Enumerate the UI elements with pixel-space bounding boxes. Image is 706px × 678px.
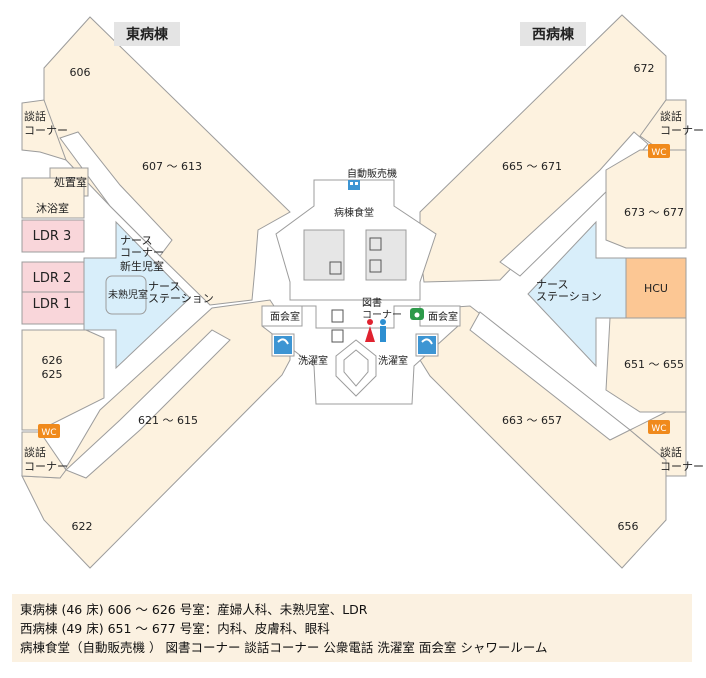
menkai-left-label: 面会室: [270, 310, 300, 323]
west-lounge-bottom-label-1: 談話: [660, 445, 682, 459]
room-621-615-label: 621 ～ 615: [138, 414, 198, 427]
wc-label-east: WC: [41, 428, 56, 438]
room-625-label: 625: [42, 368, 63, 381]
ldr1-room[interactable]: [21, 291, 85, 325]
room-651-655-label: 651 ～ 655: [624, 358, 684, 371]
room-626-label: 626: [42, 354, 63, 367]
phone-icon: [410, 308, 424, 320]
elevator-icon: [329, 237, 382, 343]
wc-icon: [38, 144, 670, 438]
shokudo-label: 病棟食堂: [334, 206, 374, 219]
mijukuji-label: 未熟児室: [108, 288, 148, 301]
ldr2-label: LDR 2: [33, 271, 72, 286]
sentaku-left-label: 洗濯室: [298, 354, 328, 367]
central-hall: [261, 179, 461, 405]
shokudo-area[interactable]: [275, 179, 437, 301]
mijukuji-room[interactable]: [105, 275, 147, 315]
west-lounge-bottom[interactable]: [629, 411, 687, 477]
room-665-671-label: 665 ～ 671: [502, 160, 562, 173]
east-wing: [21, 16, 291, 569]
legend-line-2: 西病棟 (49 床) 651 ～ 677 号室：内科、皮膚科、眼科: [20, 621, 330, 636]
room-block-615-622[interactable]: [21, 299, 291, 569]
restroom-icon: [365, 319, 386, 342]
east-station-label-2: ステーション: [148, 292, 214, 305]
elevator-bank-left: [303, 229, 345, 281]
jihanki-label: 自動販売機: [347, 167, 397, 180]
east-lower-corridor: [65, 329, 231, 479]
room-656-label: 656: [618, 520, 639, 533]
room-651-655[interactable]: [605, 317, 687, 413]
east-upper-corridor: [59, 131, 173, 257]
room-622-label: 622: [72, 520, 93, 533]
shinseiji-label: 新生児室: [120, 259, 164, 273]
stair-core: [335, 339, 377, 397]
east-lounge-top-label-1: 談話: [24, 109, 46, 123]
legend-line-3: 病棟食堂（自動販売機 ） 図書コーナー 談話コーナー 公衆電話 洗濯室 面会室 …: [20, 640, 548, 655]
east-nurse-corner-label: コーナー: [120, 246, 164, 259]
west-station-label-2: ステーション: [536, 290, 602, 303]
legend-line-1: 東病棟 (46 床) 606 ～ 626 号室：産婦人科、未熟児室、LDR: [20, 602, 368, 617]
room-626-625[interactable]: [21, 329, 105, 431]
stair-inner: [343, 349, 369, 387]
menkai-right-label: 面会室: [428, 310, 458, 323]
east-nurse-label-1: ナース: [120, 234, 152, 247]
wc-label-west-top: WC: [651, 148, 666, 158]
sentaku-right-label: 洗濯室: [378, 354, 408, 367]
east-lounge-top[interactable]: [21, 99, 67, 161]
east-lounge-bottom-label-1: 談話: [24, 445, 46, 459]
room-673-677-label: 673 ～ 677: [624, 206, 684, 219]
west-wing: [411, 14, 687, 569]
room-672-label: 672: [634, 62, 655, 75]
menkai-room-left[interactable]: [261, 305, 303, 327]
tosho-label-1: 図書: [362, 296, 382, 309]
room-663-657-label: 663 ～ 657: [502, 414, 562, 427]
east-lounge-top-label-2: コーナー: [24, 124, 68, 137]
east-station-label-1: ナース: [148, 280, 180, 293]
hcu-label: HCU: [644, 282, 668, 295]
west-lounge-top-label-2: コーナー: [660, 124, 704, 137]
floor-map: 606 607 ～ 613 談話 コーナー 処置室 沐浴室 LDR 3 LDR …: [21, 14, 704, 569]
tosho-label-2: コーナー: [362, 309, 402, 321]
wc-label-west-bottom: WC: [651, 424, 666, 434]
ldr3-room[interactable]: [21, 219, 85, 253]
room-673-677[interactable]: [605, 149, 687, 249]
east-lounge-bottom-label-2: コーナー: [24, 460, 68, 473]
west-wing-tab[interactable]: 西病棟: [520, 22, 586, 46]
shower-icon: [274, 336, 436, 354]
mokuyoku-room[interactable]: [21, 177, 85, 219]
east-lounge-bottom[interactable]: [21, 431, 67, 479]
room-607-613-label: 607 ～ 613: [142, 160, 202, 173]
west-station-label-1: ナース: [536, 278, 568, 291]
ldr3-label: LDR 3: [33, 229, 72, 244]
west-lounge-bottom-label-2: コーナー: [660, 460, 704, 473]
ldr1-label: LDR 1: [33, 297, 72, 312]
vending-icon: [348, 180, 360, 190]
legend: 東病棟 (46 床) 606 ～ 626 号室：産婦人科、未熟児室、LDR 西病…: [12, 594, 692, 662]
room-606-label: 606: [70, 66, 91, 79]
west-lounge-top-label-1: 談話: [660, 109, 682, 123]
east-wing-tab[interactable]: 東病棟: [114, 22, 180, 46]
shochi-label: 処置室: [54, 175, 87, 189]
mokuyoku-label: 沐浴室: [36, 201, 69, 215]
